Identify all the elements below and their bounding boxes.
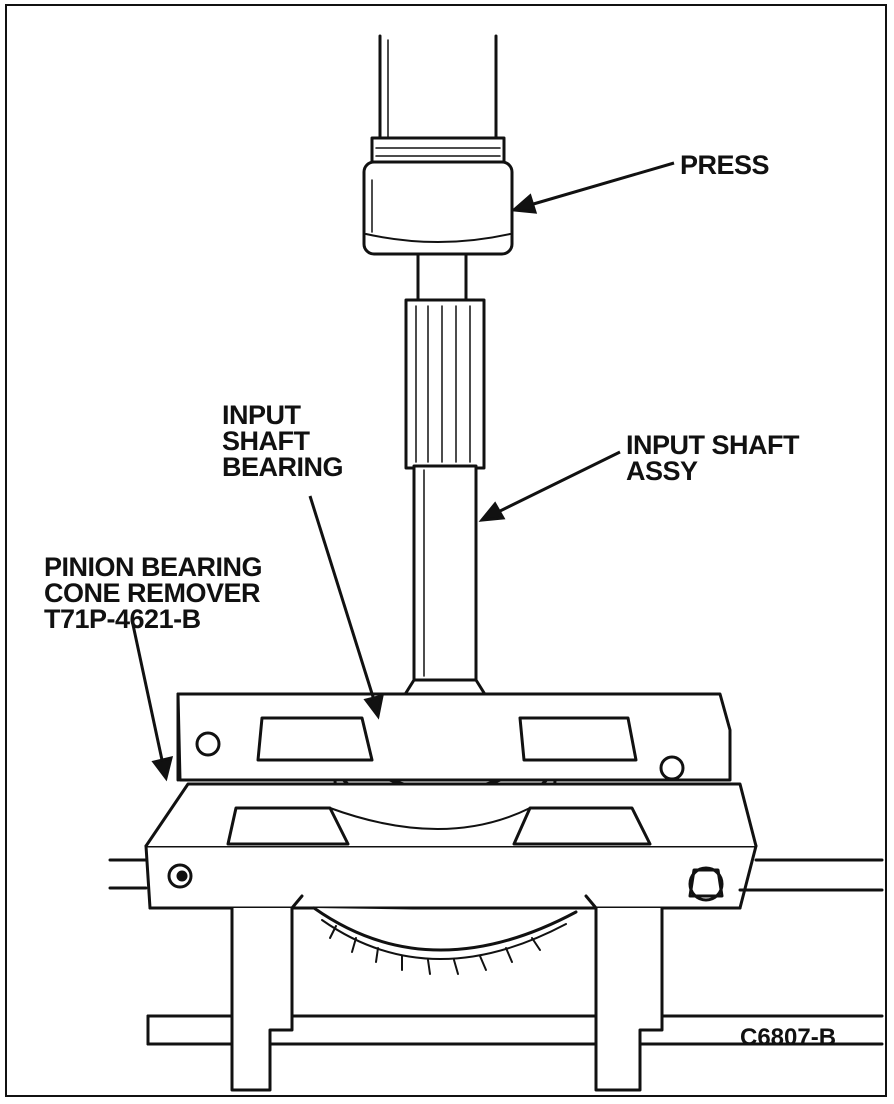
press-ram (362, 34, 514, 256)
bearing-leader-arrow (308, 495, 384, 720)
press-support-blocks (230, 894, 664, 1092)
remover-back-bar (176, 692, 732, 782)
label-press: PRESS (680, 150, 770, 180)
leader-arrows (130, 161, 675, 782)
press-leader-arrow (510, 161, 675, 214)
input-shaft-assy-leader-arrow (478, 450, 621, 522)
drive-gear (312, 906, 578, 975)
label-input-shaft-bearing: INPUT SHAFT BEARING (222, 400, 344, 482)
figure-code: C6807-B (740, 1024, 837, 1051)
remover-leader-arrow (130, 619, 174, 782)
remover-front-bar (144, 782, 758, 910)
input-shaft (402, 252, 488, 744)
label-input-shaft-assy: INPUT SHAFT ASSY (626, 430, 800, 486)
label-pinion-bearing-cone-remover: PINION BEARING CONE REMOVER T71P-4621-B (44, 552, 263, 634)
